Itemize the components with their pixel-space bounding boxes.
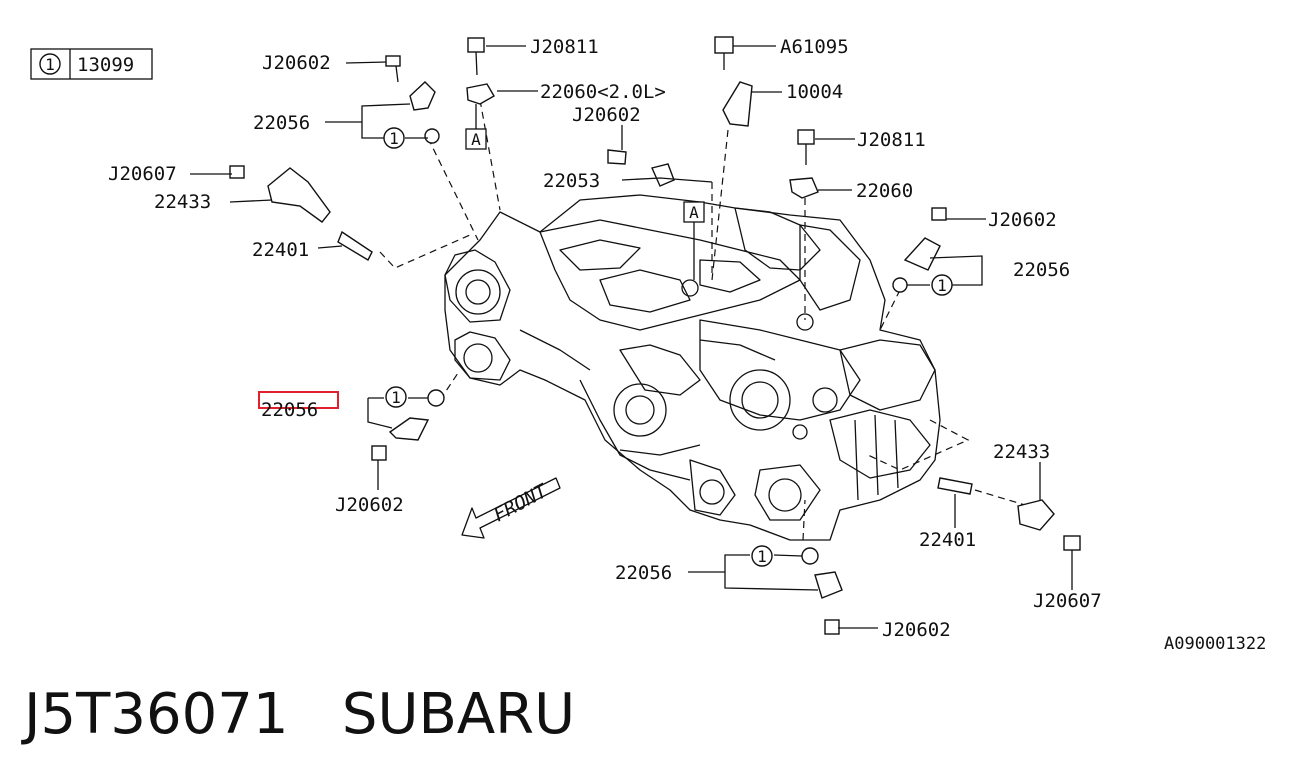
circle-callouts: 1 1 1 1 [383, 127, 953, 567]
label-22056-bottom[interactable]: 22056 [615, 562, 672, 584]
label-22053[interactable]: 22053 [543, 170, 600, 192]
label-22056-top-left[interactable]: 22056 [253, 112, 310, 134]
diagram-reference-code: A090001322 [1164, 634, 1267, 654]
circle-callout-label: 1 [757, 547, 767, 566]
label-a61095[interactable]: A61095 [780, 36, 849, 58]
label-j20607-left[interactable]: J20607 [108, 163, 177, 185]
callout-a-label: A [471, 130, 481, 149]
dashed-leaders [379, 99, 1026, 541]
front-arrow: FRONT [461, 477, 561, 539]
label-22060-variant[interactable]: 22060<2.0L> [540, 81, 666, 103]
circle-callout-label: 1 [391, 388, 401, 407]
footer-part-number: J5T36071 [24, 682, 289, 747]
label-j20602-top-left[interactable]: J20602 [262, 52, 331, 74]
label-22060[interactable]: 22060 [856, 180, 913, 202]
label-j20602-mid[interactable]: J20602 [572, 104, 641, 126]
solid-leaders [190, 45, 1073, 629]
highlight-box[interactable] [258, 391, 339, 409]
label-10004[interactable]: 10004 [786, 81, 843, 103]
part-glyphs [229, 36, 1081, 635]
label-22056-left-highlight[interactable]: 22056 [261, 399, 318, 421]
label-j20602-right[interactable]: J20602 [988, 209, 1057, 231]
circle-callout-label: 1 [389, 129, 399, 148]
callout-a-label: A [689, 203, 699, 222]
label-j20607-right[interactable]: J20607 [1033, 590, 1102, 612]
footer-title: J5T36071 SUBARU [24, 682, 575, 747]
legend-number: 1 [45, 55, 55, 74]
a-callouts: A A [465, 104, 705, 280]
circle-callout-label: 1 [937, 276, 947, 295]
label-j20602-left-bottom[interactable]: J20602 [335, 494, 404, 516]
legend-part: 13099 [77, 54, 134, 76]
label-j20602-bottom[interactable]: J20602 [882, 619, 951, 641]
label-j20811-top[interactable]: J20811 [530, 36, 599, 58]
engine-block [444, 194, 941, 541]
front-label: FRONT [490, 479, 552, 526]
label-j20811-right[interactable]: J20811 [857, 129, 926, 151]
label-22056-right[interactable]: 22056 [1013, 259, 1070, 281]
footer-brand: SUBARU [341, 682, 576, 747]
legend-box: 1 13099 [30, 48, 153, 80]
label-22401-left[interactable]: 22401 [252, 239, 309, 261]
part-labels: J20602 22056 J20811 22060<2.0L> A61095 1… [108, 36, 1102, 641]
label-22401-right[interactable]: 22401 [919, 529, 976, 551]
label-22433-right[interactable]: 22433 [993, 441, 1050, 463]
parts-diagram: 1 13099 [30, 36, 1102, 641]
label-22433-left[interactable]: 22433 [154, 191, 211, 213]
